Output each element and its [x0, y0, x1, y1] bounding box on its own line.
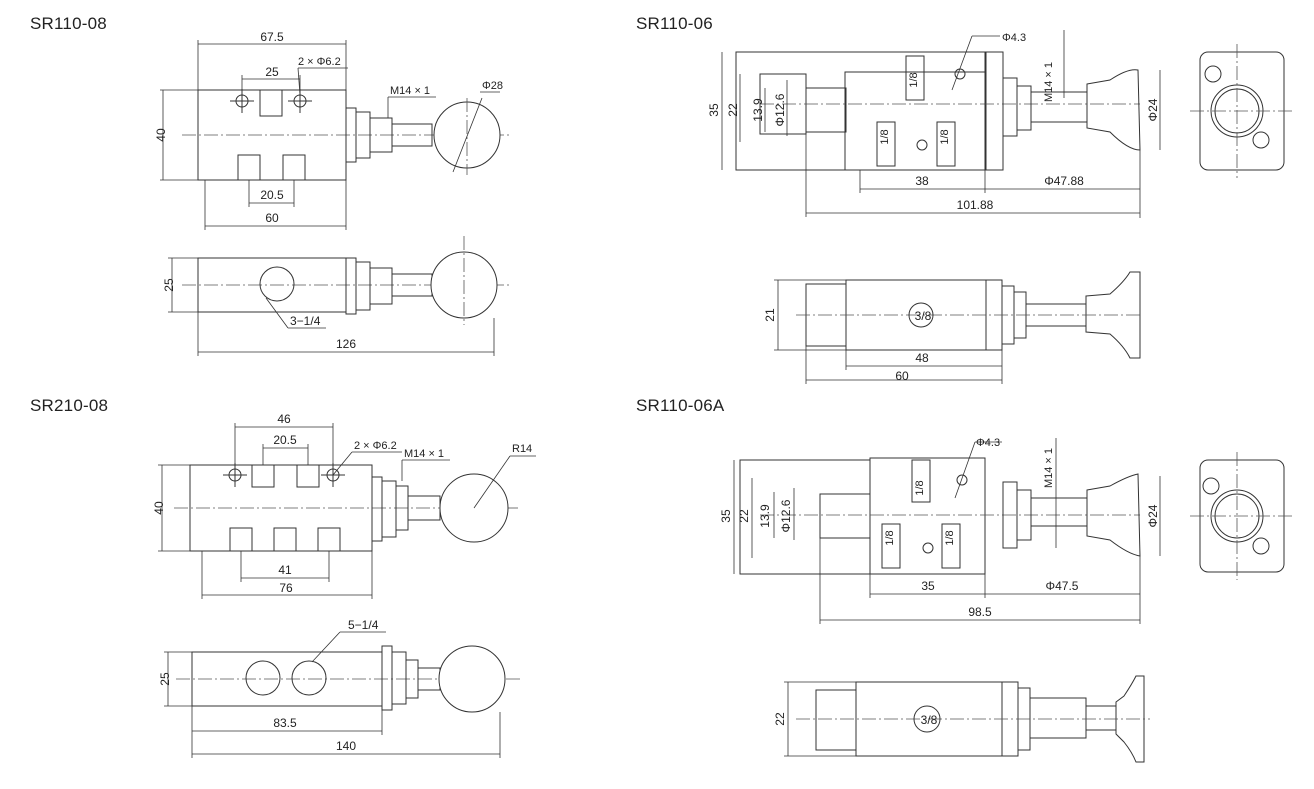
dim-2x-phi-6-2: 2 × Φ6.2 — [354, 440, 397, 452]
port-1-8-top: 1/8 — [914, 480, 926, 495]
dim-25: 25 — [265, 65, 279, 79]
dim-13-9: 13.9 — [758, 504, 772, 528]
dim-101-88: 101.88 — [957, 198, 994, 212]
sr110-06a-front-view: M14 × 1 Φ4.3 1/8 1/8 1/8 35 22 13.9 Φ12.… — [719, 437, 1292, 624]
sr110-06a-side-view: 22 3/8 — [773, 675, 1150, 763]
dim-140: 140 — [336, 739, 356, 753]
sr210-08-side-view: 25 5−1/4 83.5 140 — [158, 618, 520, 758]
port-1-8-left: 1/8 — [884, 530, 896, 545]
dim-35-width: 35 — [921, 579, 935, 593]
dim-phi-4-3: Φ4.3 — [1002, 32, 1026, 44]
side-dim-25: 25 — [158, 672, 172, 686]
dim-phi-47-5: Φ47.5 — [1046, 579, 1079, 593]
port-1-8-top: 1/8 — [908, 72, 920, 87]
dim-phi-28: Φ28 — [482, 80, 503, 92]
dim-48: 48 — [915, 351, 929, 365]
side-dim-25: 25 — [162, 278, 176, 292]
dim-41: 41 — [278, 563, 292, 577]
title-sr110-06a: SR110-06A — [636, 396, 725, 415]
side-dim-22: 22 — [773, 712, 787, 726]
port-5-1-4: 5−1/4 — [348, 618, 379, 632]
dim-46: 46 — [277, 412, 291, 426]
sr110-08-top-view: 67.5 25 2 × Φ6.2 M14 × 1 Φ28 40 20.5 60 — [154, 30, 512, 230]
port-3-1-4: 3−1/4 — [290, 314, 321, 328]
sr210-08-top-view: 46 20.5 2 × Φ6.2 M14 × 1 R14 40 41 76 — [152, 412, 536, 599]
port-3-8: 3/8 — [915, 309, 932, 323]
dim-13-9: 13.9 — [751, 98, 765, 122]
dim-20-5: 20.5 — [273, 433, 297, 447]
dim-20-5: 20.5 — [260, 188, 284, 202]
port-1-8-right: 1/8 — [939, 129, 951, 144]
sr110-06-front-view: M14 × 1 Φ4.3 1/8 1/8 1/8 35 22 13.9 Φ12.… — [707, 30, 1292, 218]
title-sr110-06: SR110-06 — [636, 14, 713, 33]
dim-40: 40 — [154, 128, 168, 142]
dim-phi-24: Φ24 — [1146, 98, 1160, 121]
sr110-06-side-view: 21 3/8 48 60 — [763, 271, 1141, 384]
dim-98-5: 98.5 — [968, 605, 992, 619]
dim-83-5: 83.5 — [273, 716, 297, 730]
dim-phi-12-6: Φ12.6 — [773, 93, 787, 126]
side-dim-21: 21 — [763, 308, 777, 322]
dim-r14: R14 — [512, 443, 532, 455]
port-1-8-left: 1/8 — [879, 129, 891, 144]
dim-35: 35 — [719, 509, 733, 523]
dim-60: 60 — [265, 211, 279, 225]
dim-m14: M14 × 1 — [390, 85, 430, 97]
port-1-8-right: 1/8 — [944, 530, 956, 545]
dim-67-5: 67.5 — [260, 30, 284, 44]
dim-22: 22 — [726, 103, 740, 117]
dim-60: 60 — [895, 369, 909, 383]
dim-m14: M14 × 1 — [1043, 62, 1055, 102]
port-3-8: 3/8 — [921, 713, 938, 727]
dim-22: 22 — [737, 509, 751, 523]
dim-2x-phi-6-2: 2 × Φ6.2 — [298, 56, 341, 68]
title-sr110-08: SR110-08 — [30, 14, 107, 33]
dim-35: 35 — [707, 103, 721, 117]
title-sr210-08: SR210-08 — [30, 396, 109, 415]
dim-38: 38 — [915, 174, 929, 188]
dim-40: 40 — [152, 501, 166, 515]
dim-phi-47-88: Φ47.88 — [1044, 174, 1084, 188]
dim-126: 126 — [336, 337, 356, 351]
dim-phi-4-3: Φ4.3 — [976, 437, 1000, 449]
sr110-08-side-view: 25 3−1/4 126 — [162, 236, 512, 356]
dim-phi-24: Φ24 — [1146, 504, 1160, 527]
dim-phi-12-6: Φ12.6 — [779, 499, 793, 532]
dim-m14: M14 × 1 — [1043, 448, 1055, 488]
dim-76: 76 — [279, 581, 293, 595]
dim-m14: M14 × 1 — [404, 448, 444, 460]
